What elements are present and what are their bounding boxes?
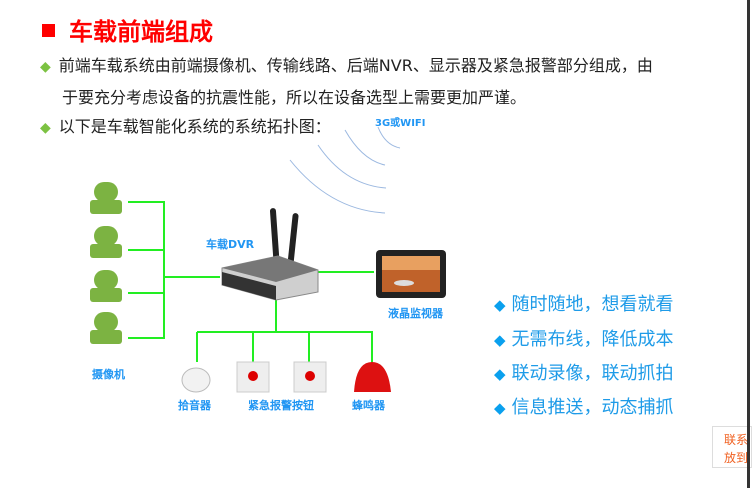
buzzer-label: 蜂鸣器 (352, 399, 385, 412)
connection-lines (128, 201, 374, 368)
page-title: 车载前端组成 (42, 12, 213, 47)
diamond-icon: ◆ (494, 331, 506, 349)
alarm-button-icon (236, 361, 270, 393)
buzzer-icon (354, 362, 391, 392)
wireless-label: 3G或WIFI (375, 118, 426, 129)
wireless-signal-icon (289, 126, 401, 214)
bullet-1: ◆前端车载系统由前端摄像机、传输线路、后端NVR、显示器及紧急报警部分组成，由 (40, 56, 653, 75)
camera-label: 摄像机 (92, 368, 125, 381)
diamond-icon: ◆ (494, 365, 506, 383)
contact-popup[interactable]: 联系放到 (712, 426, 752, 468)
bullet-2: ◆以下是车载智能化系统的系统拓扑图： (40, 117, 331, 136)
pickup-label: 拾音器 (178, 399, 211, 412)
dvr-label: 车载DVR (206, 238, 255, 251)
alarm-button-icon (293, 361, 327, 393)
dvr-device-icon (221, 208, 319, 301)
feature-item: ◆无需布线，降低成本 (494, 329, 674, 350)
feature-item: ◆随时随地，想看就看 (494, 294, 674, 315)
feature-item: ◆联动录像，联动抓拍 (494, 363, 674, 384)
window-edge (747, 0, 750, 488)
diamond-icon: ◆ (494, 296, 506, 314)
alarm-button-label: 紧急报警按钮 (248, 399, 314, 412)
bullet-1-cont: 于要充分考虑设备的抗震性能，所以在设备选型上需要更加严谨。 (62, 88, 527, 107)
diamond-icon: ◆ (494, 399, 506, 417)
camera-icons (90, 182, 122, 344)
diamond-icon: ◆ (40, 59, 51, 75)
lcd-monitor-icon (376, 250, 446, 298)
pickup-icon (181, 367, 211, 393)
monitor-label: 液晶监视器 (388, 307, 443, 320)
diamond-icon: ◆ (40, 120, 51, 136)
square-bullet-icon (42, 24, 55, 37)
feature-item: ◆信息推送，动态捕抓 (494, 397, 674, 418)
